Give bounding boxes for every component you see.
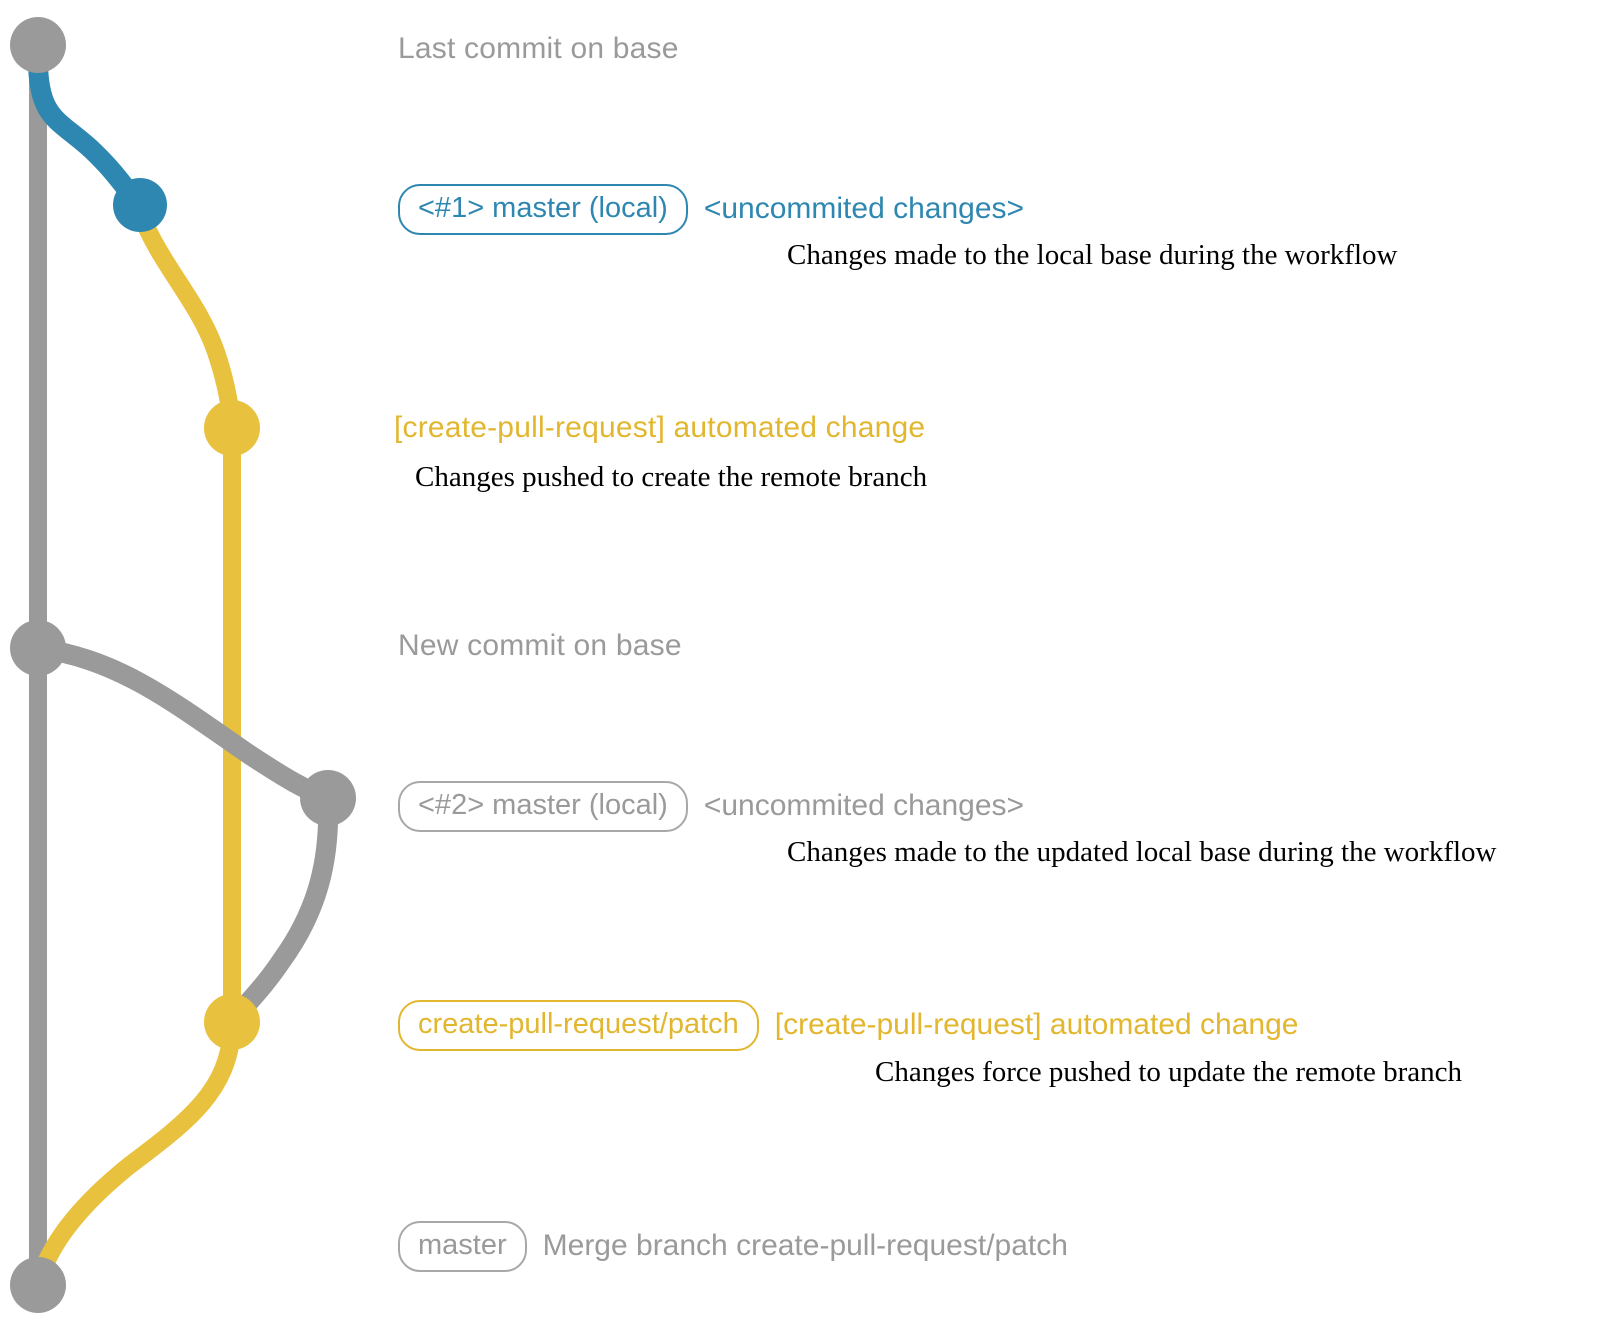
row-automated-change-2: create-pull-request/patch [create-pull-r…: [398, 1000, 1298, 1051]
badge-master-local-1[interactable]: <#1> master (local): [398, 184, 688, 235]
master-local-1-node: [113, 178, 167, 232]
automated-change-2-node: [204, 994, 260, 1050]
description-local-changes-2: Changes made to the updated local base d…: [787, 836, 1497, 868]
last-commit-on-base-node: [10, 17, 66, 73]
badge-master[interactable]: master: [398, 1221, 527, 1272]
local-branch-2-line: [28, 638, 338, 808]
commit-message-automated-change-1: [create-pull-request] automated change: [394, 411, 926, 444]
badge-master-local-2[interactable]: <#2> master (local): [398, 781, 688, 832]
row-last-commit-on-base: Last commit on base: [398, 32, 679, 66]
master-local-2-node: [300, 770, 356, 826]
row-new-commit-on-base: New commit on base: [398, 629, 682, 663]
automated-change-1-node: [204, 400, 260, 456]
commit-message-merge-branch: Merge branch create-pull-request/patch: [542, 1229, 1068, 1263]
new-commit-on-base-node: [10, 620, 66, 676]
new-commit-on-base-label: New commit on base: [398, 629, 682, 662]
row-master-local-1: <#1> master (local) <uncommited changes>: [398, 184, 1024, 235]
last-commit-on-base-label: Last commit on base: [398, 32, 679, 65]
merge-commit-node: [10, 1257, 66, 1313]
commit-message-uncommitted-changes-1: <uncommited changes>: [703, 192, 1025, 226]
badge-create-pull-request-patch[interactable]: create-pull-request/patch: [398, 1000, 759, 1051]
description-force-push-remote-branch: Changes force pushed to update the remot…: [875, 1056, 1463, 1088]
row-automated-change-1: [create-pull-request] automated change: [394, 411, 925, 445]
description-push-remote-branch: Changes pushed to create the remote bran…: [415, 461, 928, 493]
patch-to-merge-line: [29, 1021, 241, 1294]
commit-message-uncommitted-changes-2: <uncommited changes>: [703, 789, 1025, 823]
row-merge-commit: master Merge branch create-pull-request/…: [398, 1221, 1068, 1272]
description-local-changes-1: Changes made to the local base during th…: [787, 239, 1398, 271]
commit-message-automated-change-2: [create-pull-request] automated change: [774, 1008, 1299, 1042]
row-master-local-2: <#2> master (local) <uncommited changes>: [398, 781, 1024, 832]
